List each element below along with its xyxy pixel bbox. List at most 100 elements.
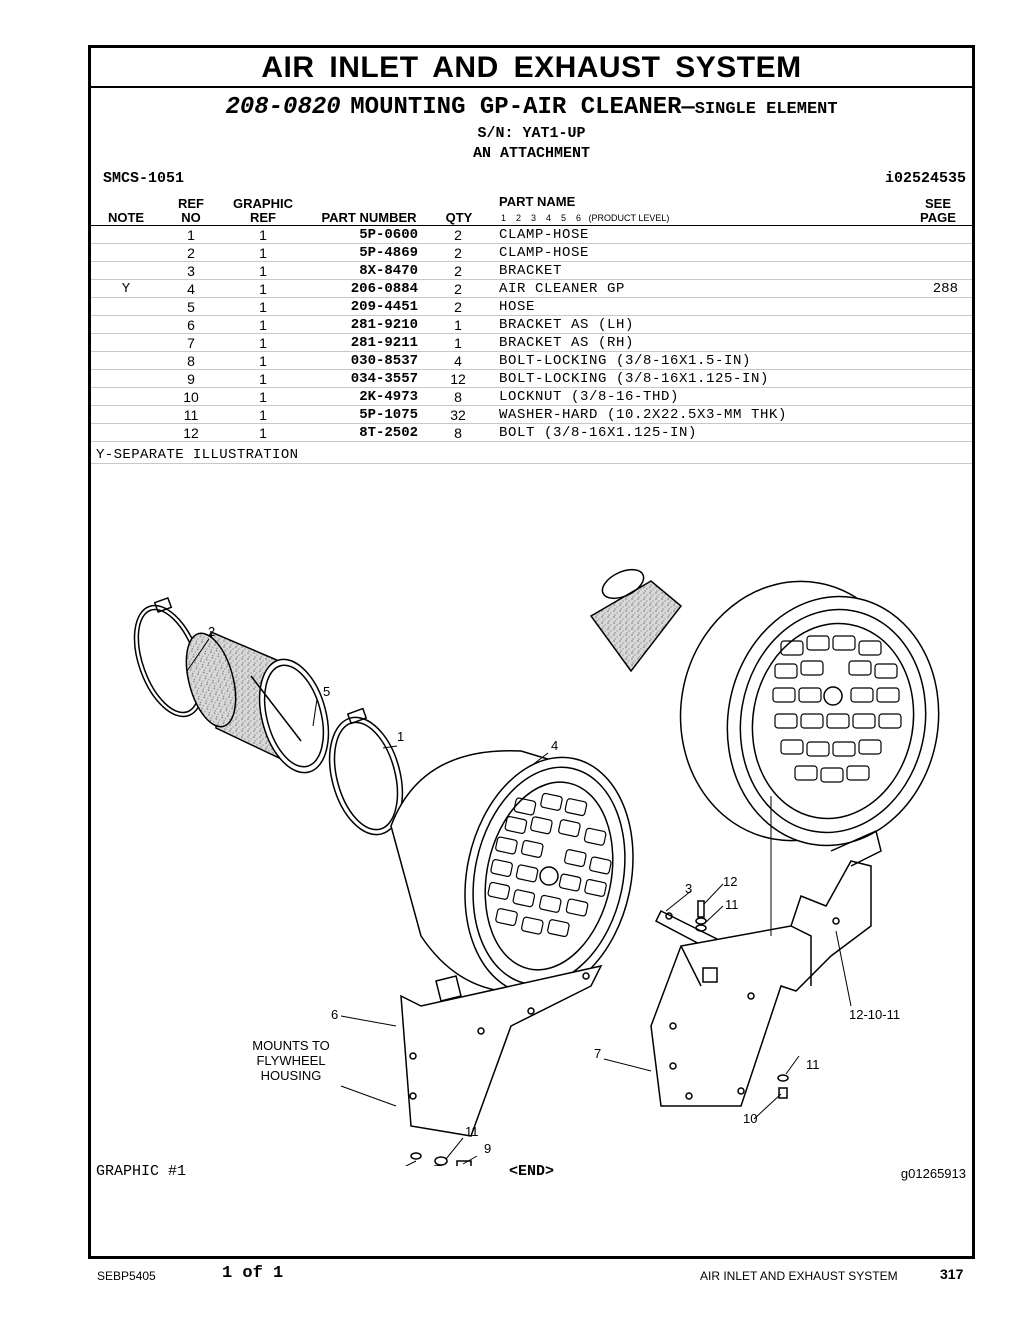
callout-12-10-11[interactable]: 12-10-11	[849, 1007, 900, 1022]
table-row[interactable]: 11 1 5P-1075 32 WASHER-HARD (10.2X22.5X3…	[91, 406, 972, 424]
part-name-cell: BRACKET AS (RH)	[499, 335, 635, 351]
publication-number: SEBP5405	[97, 1269, 156, 1283]
callout-11[interactable]: 11	[806, 1057, 820, 1072]
part-number-cell[interactable]: 5P-4869	[359, 245, 418, 261]
attachment-note: AN ATTACHMENT	[472, 145, 591, 162]
ref-cell: 2	[187, 245, 195, 261]
col-part-number: PART NUMBER	[321, 210, 417, 225]
table-row[interactable]: 8 1 030-8537 4 BOLT-LOCKING (3/8-16X1.5-…	[91, 352, 972, 370]
part-number-cell[interactable]: 8X-8470	[359, 263, 418, 279]
fasteners-8-9-11	[410, 1152, 472, 1166]
part-number-cell[interactable]: 5P-1075	[359, 407, 418, 423]
part-name-cell: BOLT (3/8-16X1.125-IN)	[499, 425, 698, 441]
part-name-cell: BOLT-LOCKING (3/8-16X1.125-IN)	[499, 371, 770, 387]
graphic-ref-cell: 1	[259, 389, 267, 405]
table-row[interactable]: Y 4 1 206-0884 2 AIR CLEANER GP 288	[91, 280, 972, 298]
callout-7[interactable]: 7	[594, 1046, 601, 1061]
ref-cell: 1	[187, 227, 195, 243]
part-number-cell[interactable]: 206-0884	[350, 281, 418, 297]
qty-cell: 4	[454, 353, 462, 369]
air-cleaner-4-right	[589, 568, 940, 847]
table-row[interactable]: 9 1 034-3557 12 BOLT-LOCKING (3/8-16X1.1…	[91, 370, 972, 388]
col-qty: QTY	[445, 210, 473, 225]
group-name: MOUNTING GP-AIR CLEANER	[350, 94, 682, 121]
graphic-ref-cell: 1	[259, 425, 267, 441]
part-name-cell: AIR CLEANER GP	[499, 281, 626, 297]
ref-cell: 5	[187, 299, 195, 315]
callout-6[interactable]: 6	[331, 1007, 338, 1022]
part-number-cell[interactable]: 030-8537	[350, 353, 418, 369]
graphic-ref-cell: 1	[259, 227, 267, 243]
table-row[interactable]: 3 1 8X-8470 2 BRACKET	[91, 262, 972, 280]
part-number-cell[interactable]: 281-9211	[350, 335, 418, 351]
col-ref-bottom: NO	[181, 210, 201, 225]
col-see-top: SEE	[924, 196, 951, 211]
part-number-cell[interactable]: 2K-4973	[359, 389, 418, 405]
air-cleaner-4-left	[390, 749, 634, 996]
col-part-name: PART NAME	[499, 194, 576, 209]
table-row[interactable]: 1 1 5P-0600 2 CLAMP-HOSE	[91, 226, 972, 244]
section-header: AIR INLET AND EXHAUST SYSTEM	[91, 48, 972, 88]
callout-2[interactable]: 2	[208, 624, 215, 639]
group-dash: —	[681, 95, 695, 120]
part-name-cell: HOSE	[499, 299, 536, 315]
qty-cell: 2	[454, 263, 462, 279]
footnote-row: Y-SEPARATE ILLUSTRATION	[91, 446, 972, 464]
section-title: AIR INLET AND EXHAUST SYSTEM	[261, 51, 802, 84]
illustration-id: i02524535	[884, 170, 966, 187]
part-number-cell[interactable]: 8T-2502	[359, 425, 418, 441]
table-row[interactable]: 5 1 209-4451 2 HOSE	[91, 298, 972, 316]
ref-cell: 12	[183, 425, 199, 441]
group-number[interactable]: 208-0820	[225, 94, 341, 121]
qty-cell: 8	[454, 389, 462, 405]
graphic-ref-cell: 1	[259, 281, 267, 297]
ref-cell: 8	[187, 353, 195, 369]
callout-5[interactable]: 5	[323, 684, 330, 699]
ref-cell: 10	[183, 389, 199, 405]
part-number-cell[interactable]: 209-4451	[350, 299, 418, 315]
table-row[interactable]: 10 1 2K-4973 8 LOCKNUT (3/8-16-THD)	[91, 388, 972, 406]
fasteners-10-11	[777, 1074, 789, 1099]
col-graphic-bottom: REF	[250, 210, 276, 225]
part-name-cell: BRACKET AS (LH)	[499, 317, 635, 333]
callout-11[interactable]: 11	[465, 1124, 479, 1139]
part-number-cell[interactable]: 5P-0600	[359, 227, 418, 243]
qty-cell: 12	[450, 371, 466, 387]
footer-section-title: AIR INLET AND EXHAUST SYSTEM	[700, 1269, 898, 1283]
graphic-ref-cell: 1	[259, 317, 267, 333]
mounts-line-1: MOUNTS TO	[252, 1038, 330, 1053]
leader-lines	[186, 638, 852, 1166]
mounts-line-2: FLYWHEEL	[256, 1053, 326, 1068]
qty-cell: 1	[454, 317, 462, 333]
qty-cell: 8	[454, 425, 462, 441]
ref-cell: 6	[187, 317, 195, 333]
callout-10[interactable]: 10	[743, 1111, 757, 1126]
graphic-ref-cell: 1	[259, 299, 267, 315]
callout-12[interactable]: 12	[723, 874, 737, 889]
table-row[interactable]: 6 1 281-9210 1 BRACKET AS (LH)	[91, 316, 972, 334]
table-row[interactable]: 12 1 8T-2502 8 BOLT (3/8-16X1.125-IN)	[91, 424, 972, 442]
table-row[interactable]: 2 1 5P-4869 2 CLAMP-HOSE	[91, 244, 972, 262]
table-row[interactable]: 7 1 281-9211 1 BRACKET AS (RH)	[91, 334, 972, 352]
bracket-7	[650, 829, 882, 1107]
part-name-cell: CLAMP-HOSE	[499, 245, 590, 261]
part-name-cell: WASHER-HARD (10.2X22.5X3-MM THK)	[499, 407, 788, 423]
part-number-cell[interactable]: 281-9210	[350, 317, 418, 333]
exploded-view-illustration: 2 5 1 4 6 3 12 11 12-10-11 7 11 10 11 9 …	[133, 568, 940, 1166]
part-name-cell: CLAMP-HOSE	[499, 227, 590, 243]
callout-9[interactable]: 9	[484, 1141, 491, 1156]
callout-4[interactable]: 4	[551, 738, 558, 753]
mounts-line-3: HOUSING	[260, 1068, 322, 1083]
hose-clamp-1	[328, 707, 404, 836]
part-number-cell[interactable]: 034-3557	[350, 371, 418, 387]
graphic-ref-cell: 1	[259, 353, 267, 369]
graphic-ref-cell: 1	[259, 245, 267, 261]
graphic-label: GRAPHIC #1	[96, 1163, 187, 1180]
col-see-bottom: PAGE	[920, 210, 956, 225]
fasteners-12-11	[695, 900, 707, 932]
see-page-cell[interactable]: 288	[932, 281, 958, 297]
callout-1[interactable]: 1	[397, 729, 404, 744]
callout-11[interactable]: 11	[725, 897, 739, 912]
callout-3[interactable]: 3	[685, 881, 692, 896]
graphic-ref-cell: 1	[259, 335, 267, 351]
